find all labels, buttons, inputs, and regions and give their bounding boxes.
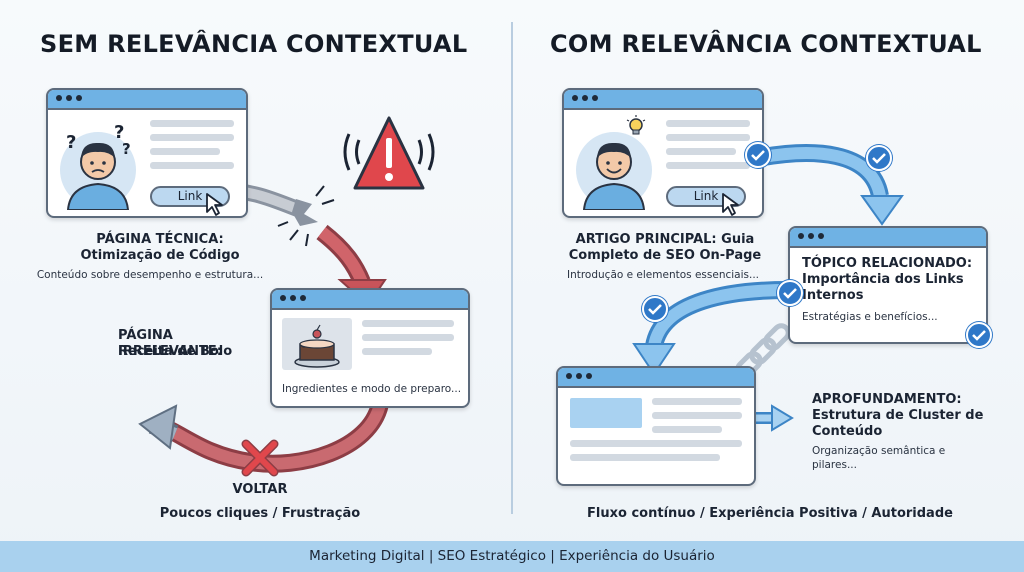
related-topic-title-2: Importância dos Links [802, 272, 964, 287]
left-summary: Poucos cliques / Frustração [159, 506, 361, 521]
deep-dive-title-2: Estrutura de Cluster de [812, 408, 984, 423]
center-divider [511, 22, 513, 514]
check-icon [777, 280, 803, 306]
window-dot [586, 373, 592, 379]
x-mark-icon [241, 439, 279, 477]
question-mark-icon: ? [122, 140, 131, 158]
text-line-placeholder [666, 162, 750, 169]
related-topic-title-1: TÓPICO RELACIONADO: [802, 256, 973, 271]
text-line-placeholder [652, 426, 722, 433]
window-dot [798, 233, 804, 239]
text-line-placeholder [362, 348, 432, 355]
right-heading: COM RELEVÂNCIA CONTEXTUAL [550, 30, 982, 58]
irrelevant-page-desc: Ingredientes e modo de preparo... [282, 383, 462, 395]
main-article-window: Link [562, 88, 764, 218]
tech-page-desc: Conteúdo sobre desempenho e estrutura... [36, 269, 264, 281]
lightbulb-icon [626, 115, 646, 135]
text-line-placeholder [150, 120, 234, 127]
check-icon [866, 145, 892, 171]
related-topic-title-3: Internos [802, 288, 864, 303]
window-dot [566, 373, 572, 379]
text-line-placeholder [666, 148, 736, 155]
check-icon [745, 142, 771, 168]
irrelevant-page-title-1: PÁGINA IRRELEVANTE: [118, 328, 222, 359]
main-article-title-1: ARTIGO PRINCIPAL: Guia [575, 232, 755, 247]
text-line-placeholder [570, 440, 742, 447]
deep-dive-title-3: Conteúdo [812, 424, 883, 439]
cursor-icon [722, 193, 739, 216]
window-dot [582, 95, 588, 101]
text-line-placeholder [652, 398, 742, 405]
main-article-title-2: Completo de SEO On-Page [568, 248, 762, 263]
check-icon [966, 322, 992, 348]
happy-user-avatar [576, 132, 652, 210]
back-label: VOLTAR [232, 482, 288, 497]
question-mark-icon: ? [66, 132, 76, 153]
window-dot [572, 95, 578, 101]
window-titlebar [272, 290, 468, 310]
irrelevant-page-title-2: Receita de Bolo [118, 344, 233, 359]
footer-banner: Marketing Digital | SEO Estratégico | Ex… [0, 541, 1024, 572]
text-line-placeholder [150, 162, 234, 169]
window-titlebar [48, 90, 246, 110]
check-icon [642, 296, 668, 322]
warning-icon [343, 116, 435, 190]
text-line-placeholder [666, 120, 750, 127]
text-line-placeholder [652, 412, 742, 419]
window-titlebar [564, 90, 762, 110]
text-line-placeholder [150, 134, 234, 141]
window-dot [76, 95, 82, 101]
text-line-placeholder [362, 320, 454, 327]
window-titlebar [790, 228, 986, 248]
related-topic-window: TÓPICO RELACIONADO: Importância dos Link… [788, 226, 988, 344]
window-dot [300, 295, 306, 301]
tech-page-title-1: PÁGINA TÉCNICA: [96, 232, 224, 247]
break-spark-lines [277, 185, 335, 247]
main-article-desc: Introdução e elementos essenciais... [566, 269, 760, 281]
deep-dive-desc-2: pilares... [812, 459, 857, 471]
deep-dive-title-1: APROFUNDAMENTO: [812, 392, 962, 407]
confused-user-avatar: ? ? ? [60, 122, 136, 210]
window-dot [576, 373, 582, 379]
window-dot [280, 295, 286, 301]
text-line-placeholder [666, 134, 750, 141]
flow-arrows [632, 144, 904, 432]
left-heading: SEM RELEVÂNCIA CONTEXTUAL [40, 30, 468, 58]
window-dot [592, 95, 598, 101]
image-placeholder [570, 398, 642, 428]
window-dot [66, 95, 72, 101]
cursor-icon [206, 193, 223, 216]
irrelevant-page-window: Ingredientes e modo de preparo... [270, 288, 470, 408]
tech-page-title-2: Otimização de Código [80, 248, 240, 263]
deep-dive-window [556, 366, 756, 486]
related-topic-desc: Estratégias e benefícios... [802, 311, 938, 323]
window-titlebar [558, 368, 754, 388]
window-dot [290, 295, 296, 301]
deep-dive-desc-1: Organização semântica e [812, 445, 946, 457]
window-dot [56, 95, 62, 101]
window-dot [808, 233, 814, 239]
question-mark-icon: ? [114, 122, 124, 143]
cake-icon [294, 324, 340, 368]
text-line-placeholder [362, 334, 454, 341]
window-dot [818, 233, 824, 239]
text-line-placeholder [150, 148, 220, 155]
text-line-placeholder [570, 454, 720, 461]
right-summary: Fluxo contínuo / Experiência Positiva / … [587, 506, 953, 521]
